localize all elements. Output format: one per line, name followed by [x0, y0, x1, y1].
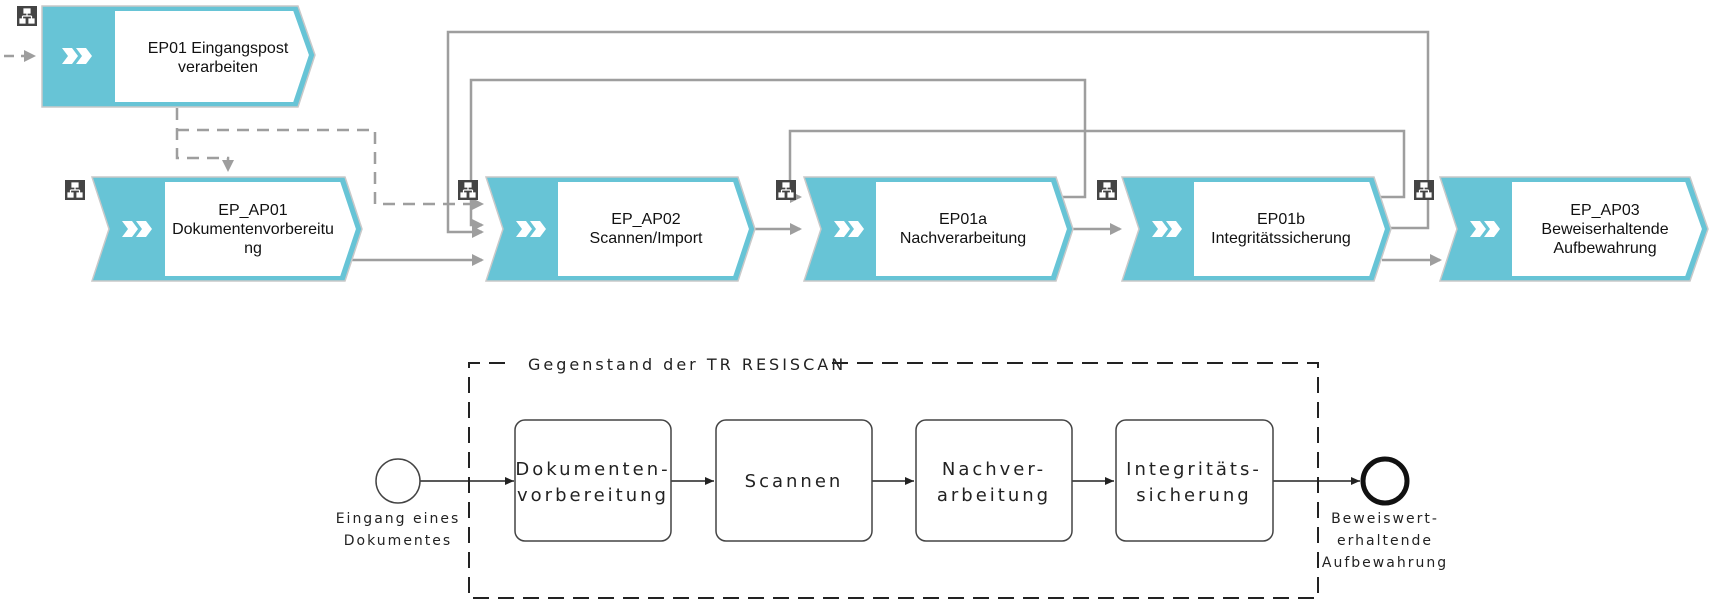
label-line: Scannen/Import	[590, 230, 704, 247]
label-line: Integritätssicherung	[1211, 230, 1351, 247]
label-line: Nachver-	[942, 459, 1046, 480]
hierarchy-icon[interactable]	[776, 180, 796, 200]
task-step1[interactable]: Dokumenten-vorbereitung	[514, 419, 672, 542]
connector-ep01-ap02	[177, 128, 484, 210]
connector-loop-ep01b-ap02	[446, 30, 1430, 238]
hierarchy-icon[interactable]	[1414, 180, 1434, 200]
process-label-ep01: EP01 Eingangspost verarbeiten	[148, 40, 289, 76]
chevron-icon	[1152, 221, 1182, 237]
label-line: Dokumenten-	[515, 459, 670, 480]
process-ep01[interactable]: EP01 Eingangspost verarbeiten	[41, 5, 316, 108]
label-line: Beweiserhaltende	[1541, 221, 1668, 238]
chevron-icon	[834, 221, 864, 237]
chevron-icon	[122, 221, 152, 237]
hierarchy-icon[interactable]	[17, 6, 37, 26]
label-line: EP_AP01	[218, 202, 287, 219]
scope-diagram: Gegenstand der TR RESISCAN Eingang eines…	[336, 355, 1448, 599]
label-line: vorbereitung	[517, 485, 669, 506]
label-line: verarbeiten	[178, 59, 258, 76]
task-label: Integritäts-sicherung	[1126, 459, 1262, 506]
task-label: Dokumenten-vorbereitung	[515, 459, 670, 506]
task-step4[interactable]: Integritäts-sicherung	[1115, 419, 1274, 542]
connector-loop-ep01a-ap02	[469, 78, 1087, 231]
label-line: EP01b	[1257, 211, 1305, 228]
label-line: EP_AP03	[1570, 202, 1639, 219]
label-line: Scannen	[745, 471, 844, 492]
hierarchy-icon[interactable]	[1097, 180, 1117, 200]
label-line: sicherung	[1136, 485, 1251, 506]
label-line: EP_AP02	[611, 211, 680, 228]
hierarchy-icons	[17, 6, 1434, 200]
label-line: EP01a	[939, 211, 987, 228]
label-line: Aufbewahrung	[1322, 555, 1448, 571]
label-line: Nachverarbeitung	[900, 230, 1026, 247]
label-line: Dokumentenvorbereitu	[172, 221, 334, 238]
start-event[interactable]	[375, 458, 421, 504]
label-line: EP01 Eingangspost	[148, 40, 289, 57]
task-step3[interactable]: Nachver-arbeitung	[915, 419, 1073, 542]
label-line: Eingang eines	[336, 511, 461, 527]
label-line: ng	[244, 240, 262, 257]
chevron-icon	[62, 48, 92, 64]
label-line: Beweiswert-	[1331, 511, 1439, 527]
label-line: Dokumentes	[344, 533, 452, 549]
hierarchy-icon[interactable]	[65, 180, 85, 200]
label-line: arbeitung	[937, 485, 1051, 506]
task-label: Scannen	[745, 471, 844, 492]
label-line: Integritäts-	[1126, 459, 1262, 480]
chevron-icon	[516, 221, 546, 237]
task-step2[interactable]: Scannen	[715, 419, 873, 542]
hierarchy-icon[interactable]	[458, 180, 478, 200]
end-event[interactable]	[1360, 456, 1410, 506]
label-line: erhaltende	[1337, 533, 1433, 549]
scope-frame-label: Gegenstand der TR RESISCAN	[528, 355, 846, 374]
connector-ep01-ap01	[175, 108, 234, 172]
chevron-icon	[1470, 221, 1500, 237]
label-line: Aufbewahrung	[1553, 240, 1656, 257]
scope-frame	[468, 362, 1319, 599]
task-label: Nachver-arbeitung	[937, 459, 1051, 506]
